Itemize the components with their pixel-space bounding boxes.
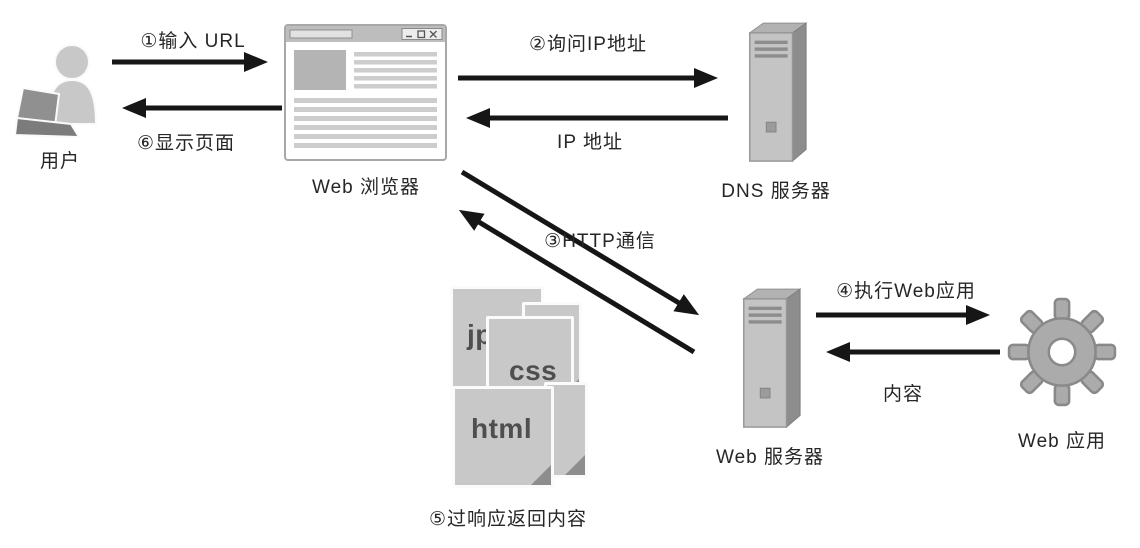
label-browser: Web 浏览器 [311, 177, 421, 198]
label-web-app: Web 应用 [1017, 431, 1107, 452]
label-user: 用户 [39, 151, 81, 172]
flow-label-ip-return: IP 地址 [557, 132, 623, 153]
page-text-lines [294, 52, 437, 148]
gear-icon [1007, 297, 1117, 407]
flow-label-step4-run-webapp: ④执行Web应用 [836, 281, 976, 302]
flow-label-step6-display: ⑥显示页面 [136, 133, 236, 154]
file-label-html: html [471, 413, 533, 444]
flow-label-content-return: 内容 [882, 384, 924, 405]
browser-window-icon [284, 24, 447, 161]
laptop-base [15, 116, 81, 139]
flow-label-step1-input-url: ①输入 URL [140, 31, 246, 52]
page-image-placeholder [294, 50, 346, 90]
window-controls [401, 28, 443, 40]
page-fold [565, 455, 585, 475]
web-server-icon [742, 288, 802, 429]
user-icon [15, 44, 98, 139]
flow-label-step5-response: ⑤过响应返回内容 [428, 509, 588, 530]
label-web-server: Web 服务器 [715, 447, 825, 468]
arrow-step3-http-response [458, 209, 696, 355]
label-dns-server: DNS 服务器 [721, 181, 831, 202]
flow-label-step2-ask-ip: ②询问IP地址 [529, 34, 647, 55]
dns-server-icon [748, 22, 808, 163]
close-icon [429, 30, 437, 38]
flow-label-step3-http: ③HTTP通信 [544, 231, 656, 252]
file-page-html: html [452, 386, 554, 488]
arrow-step3-http-request [460, 169, 700, 316]
file-label-css: css [509, 355, 558, 386]
maximize-icon [417, 30, 426, 39]
page-fold [531, 465, 551, 485]
